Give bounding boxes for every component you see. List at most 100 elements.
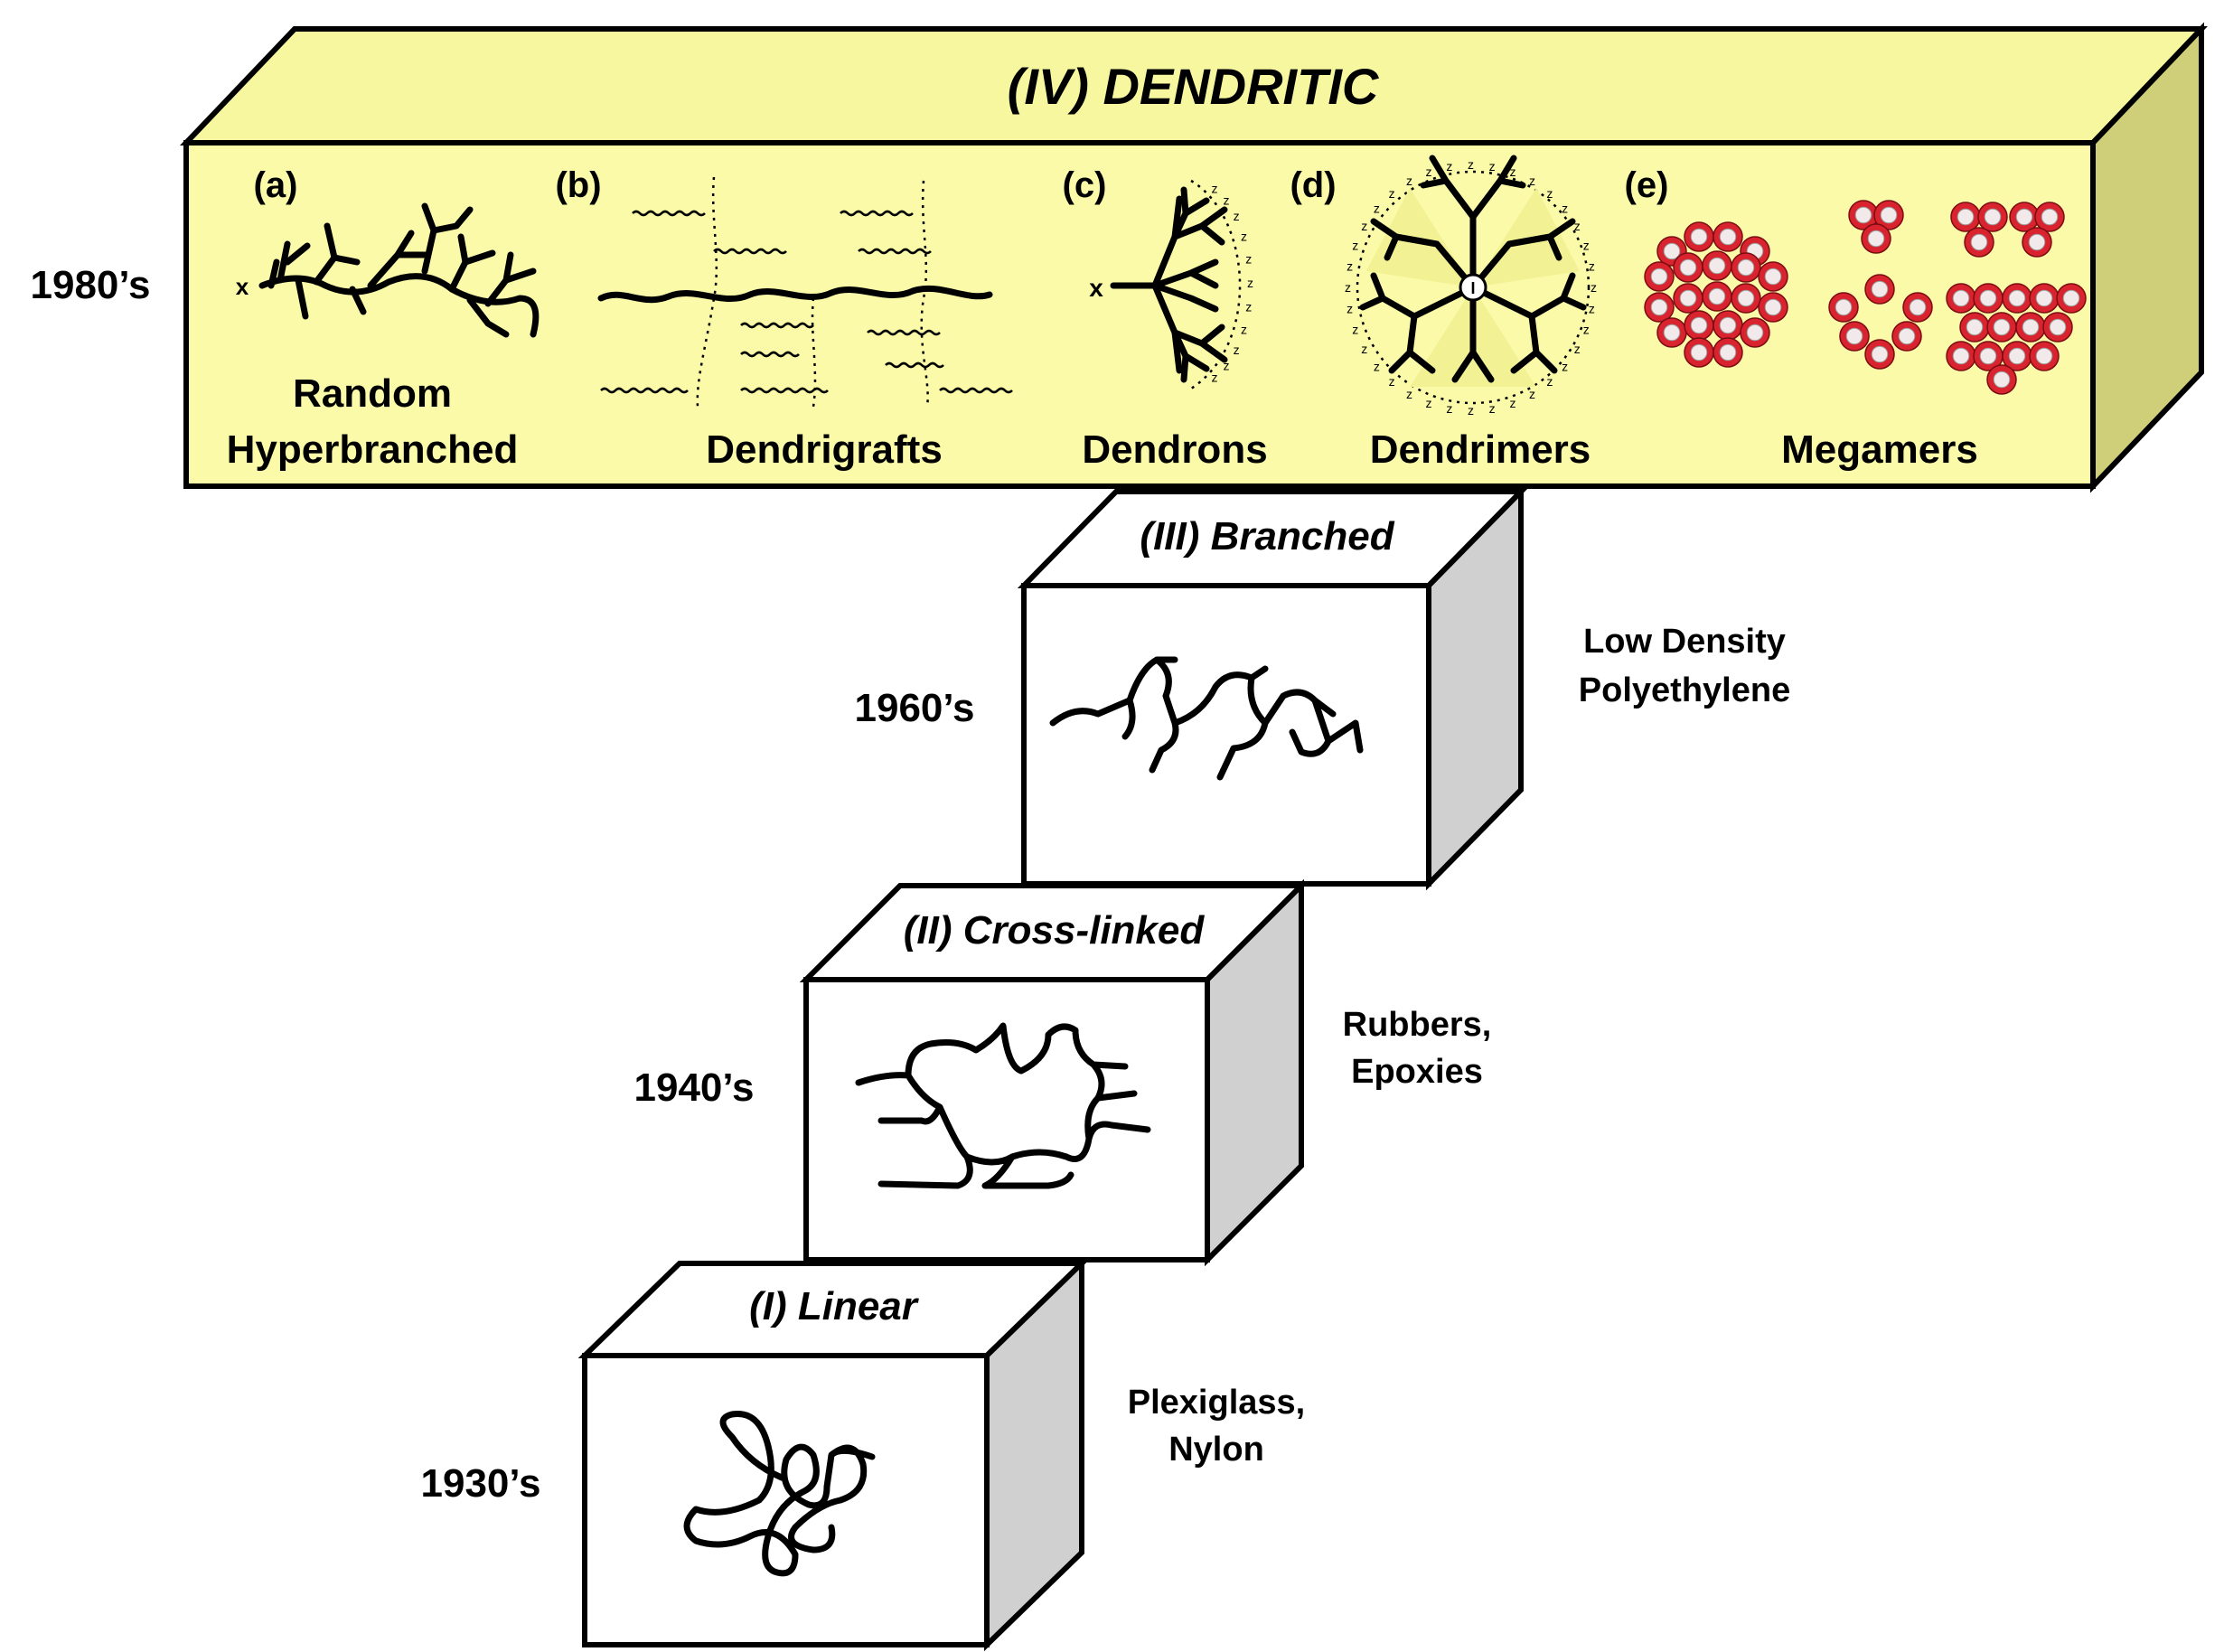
dendrimer-surface-z: z xyxy=(1589,302,1595,316)
dendritic-title: (IV) DENDRITIC xyxy=(1008,58,1380,115)
megamer-sphere-core xyxy=(2008,289,2026,307)
subtype-label-dendrons: Dendrons xyxy=(1082,427,1267,472)
dendrimer-surface-z: z xyxy=(1468,403,1474,418)
megamer-sphere-core xyxy=(1679,258,1697,277)
dendrimer-surface-z: z xyxy=(1389,186,1395,201)
dendron-surface-z: z xyxy=(1245,251,1252,266)
cross-linked-example-line2: Epoxies xyxy=(1351,1053,1483,1091)
subtype-label-dendrigrafts: Dendrigrafts xyxy=(706,427,943,472)
megamer-sphere-core xyxy=(2008,347,2026,365)
megamer-sphere-core xyxy=(1979,347,1997,365)
megamer-sphere-core xyxy=(1690,316,1708,334)
megamer-sphere-core xyxy=(2049,318,2067,336)
subtype-letter-d: (d) xyxy=(1290,165,1336,205)
subtype-label-megamers: Megamers xyxy=(1781,427,1978,472)
branched-box-front xyxy=(1021,583,1431,887)
dendrimer-surface-z: z xyxy=(1529,174,1535,188)
dendrimer-surface-z: z xyxy=(1389,374,1395,389)
dendron-x-label: x xyxy=(1089,274,1103,302)
dendrimer-surface-z: z xyxy=(1510,164,1516,179)
dendrimer-surface-z: z xyxy=(1446,401,1452,416)
megamer-sphere-core xyxy=(1746,324,1764,342)
dendron-surface-z: z xyxy=(1234,343,1240,357)
megamer-sphere-core xyxy=(1867,230,1885,248)
dendron-illustration: x xyxy=(1089,179,1242,390)
dendrimer-surface-z: z xyxy=(1546,374,1553,389)
decade-1940s: 1940’s xyxy=(634,1065,755,1110)
dendrimer-surface-z: z xyxy=(1345,280,1351,295)
megamer-sphere-core xyxy=(2035,347,2053,365)
megamer-sphere-core xyxy=(1737,289,1755,307)
cross-linked-title: (II) Cross-linked xyxy=(904,908,1206,953)
dendrimer-surface-z: z xyxy=(1562,359,1568,373)
branched-title: (III) Branched xyxy=(1140,514,1394,558)
megamer-sphere-core xyxy=(1708,287,1726,305)
dendrimer-surface-z: z xyxy=(1446,159,1452,174)
dendrimer-surface-z: z xyxy=(1489,401,1496,416)
megamer-sphere-core xyxy=(1690,343,1708,361)
dendrimer-illustration: I xyxy=(1356,155,1591,405)
dendrimer-surface-z: z xyxy=(1468,157,1474,172)
dendron-surface-z: z xyxy=(1247,276,1253,290)
decade-1930s: 1930’s xyxy=(421,1461,541,1506)
dendrimer-surface-z: z xyxy=(1510,396,1516,410)
decade-1980s: 1980’s xyxy=(31,263,151,307)
dendrigrafts-illustration xyxy=(597,176,1013,408)
megamer-sphere-core xyxy=(1679,289,1697,307)
megamers-illustration xyxy=(1644,200,2087,395)
megamer-sphere-core xyxy=(2015,208,2033,226)
dendrimer-surface-z: z xyxy=(1361,342,1367,356)
linear-title: (I) Linear xyxy=(749,1284,920,1328)
subtype-label-random: Random xyxy=(293,371,452,416)
megamer-sphere-core xyxy=(1764,298,1782,316)
megamer-sphere-core xyxy=(1845,327,1863,345)
dendrimer-surface-z: z xyxy=(1574,219,1581,233)
megamer-sphere-core xyxy=(1719,343,1737,361)
random-hyperbranched-illustration: x xyxy=(236,202,540,338)
dendrimer-surface-z: z xyxy=(1546,186,1553,201)
dendrimer-core-label: I xyxy=(1470,279,1475,297)
decade-1960s: 1960’s xyxy=(855,686,975,730)
dendrimer-surface-z: z xyxy=(1347,302,1353,316)
megamer-sphere-core xyxy=(1993,318,2011,336)
megamer-sphere-core xyxy=(2035,289,2053,307)
dendrimer-surface-z: z xyxy=(1425,164,1431,179)
megamer-sphere-core xyxy=(1993,371,2011,389)
dendrimer-surface-z: z xyxy=(1406,387,1412,401)
subtype-letter-b: (b) xyxy=(555,165,601,205)
dendrimer-surface-z: z xyxy=(1406,174,1412,188)
dendrimer-surface-z: z xyxy=(1361,219,1367,233)
megamer-sphere-core xyxy=(1764,268,1782,286)
megamer-sphere-core xyxy=(1690,228,1708,246)
cross-linked-box xyxy=(799,878,1309,1267)
linear-box xyxy=(577,1256,1089,1652)
megamer-sphere-core xyxy=(1871,345,1889,363)
subtype-letter-c: (c) xyxy=(1063,165,1107,205)
dendrimer-surface-z: z xyxy=(1374,359,1380,373)
dendron-surface-z: z xyxy=(1224,359,1230,373)
dendron-surface-z: z xyxy=(1224,192,1230,207)
megamer-sphere-core xyxy=(1909,298,1927,316)
dendrimer-surface-z: z xyxy=(1374,202,1380,216)
dendrimer-surface-z: z xyxy=(1425,396,1431,410)
branched-example-line2: Polyethylene xyxy=(1579,671,1790,709)
subtype-label-hyperbranched: Hyperbranched xyxy=(227,427,519,472)
cross-linked-example-line1: Rubbers, xyxy=(1343,1006,1492,1044)
megamer-sphere-core xyxy=(1854,206,1872,224)
megamer-sphere-core xyxy=(1719,228,1737,246)
dendrimer-surface-z: z xyxy=(1352,238,1358,252)
dendrimer-surface-z: z xyxy=(1352,323,1358,337)
megamer-sphere-core xyxy=(1835,298,1853,316)
megamer-sphere-core xyxy=(2062,289,2080,307)
subtype-letter-a: (a) xyxy=(254,165,298,205)
branched-example-line1: Low Density xyxy=(1583,623,1786,661)
dendrimer-surface-z: z xyxy=(1574,342,1581,356)
megamer-sphere-core xyxy=(1984,208,2002,226)
branched-box xyxy=(1017,484,1528,891)
dendron-surface-z: z xyxy=(1245,300,1252,314)
megamer-sphere-core xyxy=(1880,206,1898,224)
subtype-letter-e: (e) xyxy=(1625,165,1669,205)
linear-example-line1: Plexiglass, xyxy=(1128,1384,1305,1422)
megamer-sphere-core xyxy=(1650,268,1668,286)
megamer-sphere-core xyxy=(2028,233,2046,251)
